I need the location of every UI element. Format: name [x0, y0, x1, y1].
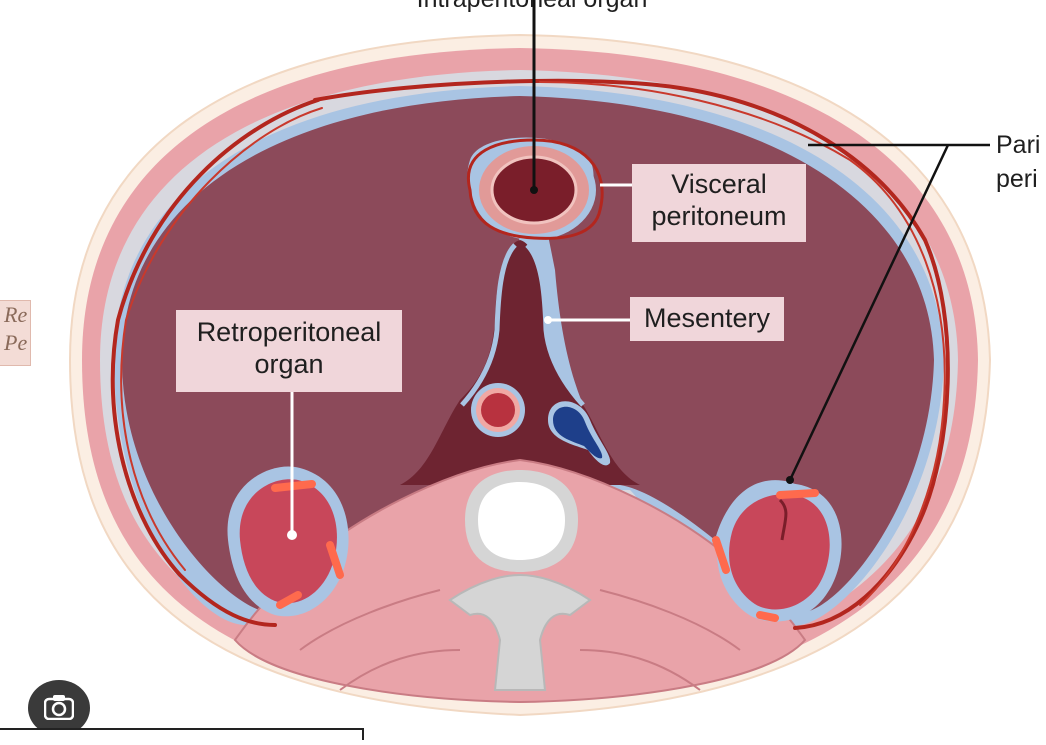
leader-parietal-diag	[788, 144, 950, 481]
vertebra-process	[448, 573, 592, 691]
mesentery-edge-right	[525, 243, 585, 407]
bottom-overlay-bar	[0, 728, 364, 740]
left-card-line1: Re	[4, 302, 28, 327]
left-card-line2: Pe	[4, 330, 28, 355]
label-parietal-line1: Pari	[996, 131, 1041, 159]
muscle-line-2	[599, 589, 741, 651]
red-outline-gut	[466, 138, 604, 240]
label-mesentery: Mesentery	[630, 297, 784, 341]
highlight-5	[712, 536, 730, 574]
vena-cava-lumen	[553, 406, 603, 459]
red-outline-parietal	[110, 78, 950, 630]
muscle-line-3	[339, 649, 461, 691]
vertebral-body	[478, 482, 565, 560]
camera-icon	[44, 695, 74, 720]
camera-button[interactable]	[28, 680, 90, 736]
muscle-line-4	[579, 649, 701, 691]
highlight-4	[776, 489, 819, 499]
aorta-lumen	[481, 393, 515, 427]
mesentery-edge-left	[460, 243, 517, 407]
leader-mesentery-dot	[544, 316, 552, 324]
kidney-right-hilum	[778, 498, 788, 541]
muscle-line-1	[299, 589, 441, 651]
highlight-2	[326, 541, 344, 579]
leader-top-organ-dot	[530, 186, 538, 194]
label-retroperitoneal-organ: Retroperitoneal organ	[176, 310, 402, 392]
label-parietal-line2: peri	[996, 165, 1038, 193]
label-visceral-peritoneum: Visceral peritoneum	[632, 164, 806, 242]
highlight-3	[276, 591, 302, 609]
kidney-right	[729, 494, 830, 610]
left-cropped-card: Re Pe	[0, 300, 31, 366]
kidney-left	[239, 479, 337, 604]
highlight-6	[756, 611, 779, 622]
label-intraperitoneal-organ: Intraperitoneal organ	[382, 0, 682, 16]
leader-parietal-dot	[786, 476, 794, 484]
leader-retro-dot	[287, 530, 297, 540]
red-outline-parietal-2	[120, 81, 946, 606]
